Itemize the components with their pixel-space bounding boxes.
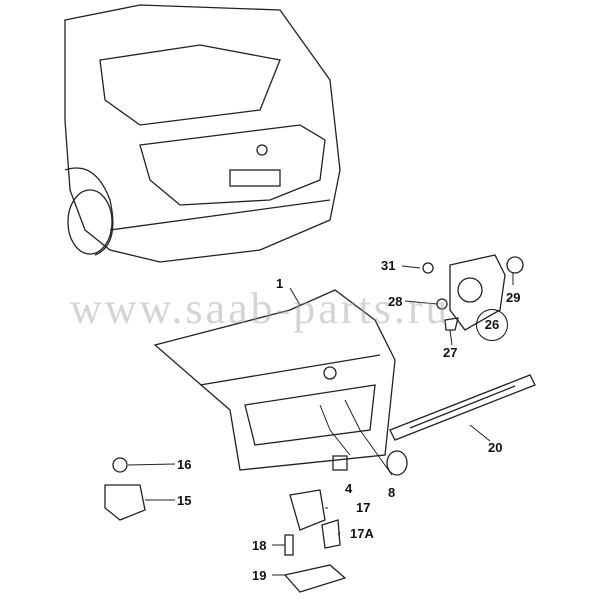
callout-29: 29 xyxy=(506,290,521,305)
callout-17: 17 xyxy=(356,500,371,515)
callout-19: 19 xyxy=(252,568,267,583)
leader-lines xyxy=(127,265,514,576)
callout-26: 26 xyxy=(476,309,508,341)
callout-4: 4 xyxy=(345,481,353,496)
trim-strip-20 xyxy=(389,374,536,441)
watermark: www.saab-parts.ru xyxy=(70,284,451,333)
callout-28: 28 xyxy=(388,294,403,309)
small-parts xyxy=(104,450,408,593)
callout-17a: 17A xyxy=(350,526,374,541)
callout-27: 27 xyxy=(443,345,458,360)
callout-15: 15 xyxy=(177,493,192,508)
callout-1: 1 xyxy=(276,276,284,291)
car-rear-illustration xyxy=(64,4,341,263)
callout-31: 31 xyxy=(381,258,396,273)
trunk-lid-drawing xyxy=(153,289,396,471)
lock-assembly-26 xyxy=(422,254,524,331)
callout-8: 8 xyxy=(388,485,396,500)
callout-16: 16 xyxy=(177,457,192,472)
callout-20: 20 xyxy=(488,440,503,455)
callout-18: 18 xyxy=(252,538,267,553)
